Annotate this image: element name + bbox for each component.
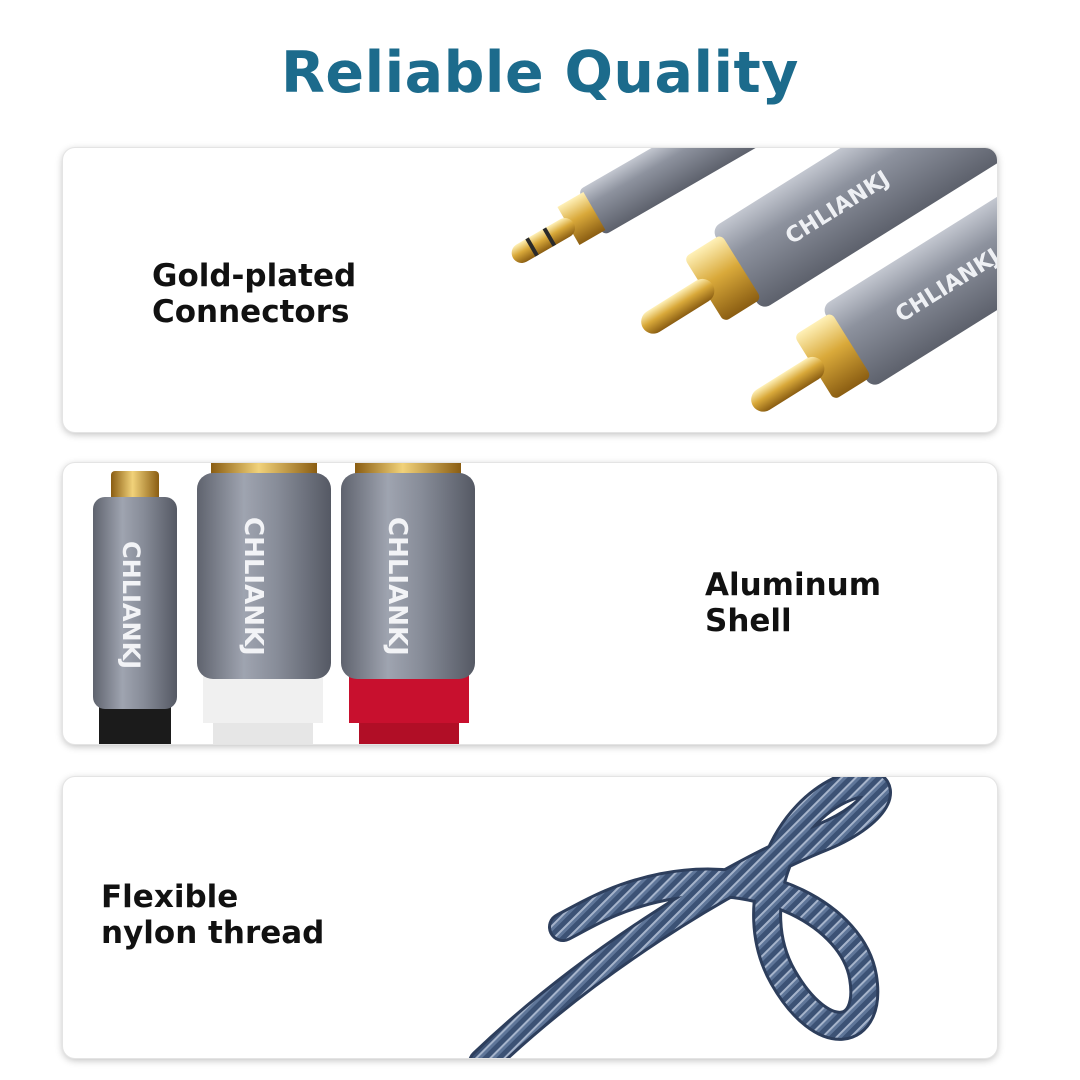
rca-connectors-image: CHLIANKJ CHLIANKJ [511,148,997,412]
feature-panel-gold-connectors: CHLIANKJ CHLIANKJ Gold-plated Connectors [63,148,997,432]
feature-label-line2: Connectors [152,294,350,330]
feature-panel-nylon-thread: Flexible nylon thread [63,777,997,1058]
feature-label-line1: Flexible [101,879,239,915]
aluminum-plugs-image: CHLIANKJ CHLIANKJ CHLIANKJ [93,463,475,744]
brand-text: CHLIANKJ [238,517,268,656]
feature-label-gold-connectors: Gold-plated Connectors [152,258,356,330]
braided-cable-image [468,777,892,1058]
feature-label-nylon-thread: Flexible nylon thread [101,879,324,951]
brand-text: CHLIANKJ [117,541,145,669]
feature-label-line2: Shell [705,603,792,639]
page-title: Reliable Quality [281,40,799,106]
feature-label-line1: Gold-plated [152,258,357,294]
feature-label-aluminum-shell: Aluminum Shell [705,567,881,639]
feature-panel-aluminum-shell: CHLIANKJ CHLIANKJ CHLIANKJ Aluminum Shel… [63,463,997,744]
feature-label-line2: nylon thread [101,915,325,951]
brand-text: CHLIANKJ [382,517,412,656]
feature-label-line1: Aluminum [705,567,882,603]
